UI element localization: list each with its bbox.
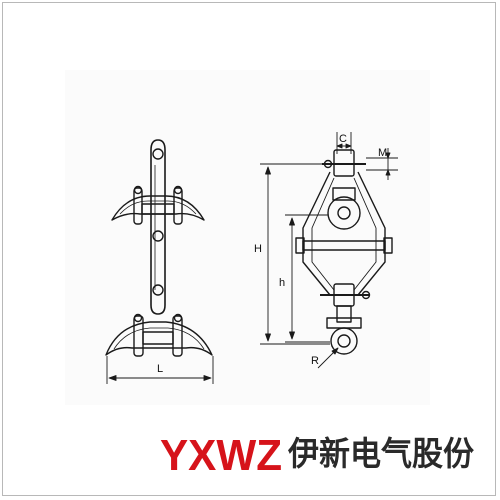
upper-ring-inner (337, 206, 351, 220)
outer-frame-inner (311, 177, 377, 291)
crossbar (302, 240, 386, 251)
upper-nut-right (173, 185, 183, 195)
lower-saddle-body (105, 321, 213, 356)
lower-saddle-shade (113, 327, 205, 350)
brand-name: 伊新电气股份 (287, 434, 474, 473)
dimension-h-lower (285, 214, 330, 343)
dimension-h-upper (260, 163, 330, 345)
lower-saddle-clamp (105, 313, 213, 357)
left-clamp-assembly (105, 139, 214, 384)
upper-saddle-body (111, 195, 205, 221)
label-m: M (378, 147, 387, 159)
lower-keeper (142, 331, 174, 345)
lower-pin-nut (361, 290, 371, 300)
upper-ring-outer (327, 196, 361, 230)
lower-nut-left (133, 313, 143, 323)
brand-logo: YXWZ (160, 431, 282, 480)
yoke-plate (150, 139, 166, 315)
label-l: L (157, 363, 163, 375)
yoke-hole-bottom (152, 284, 164, 296)
label-c: C (339, 133, 347, 145)
dimension-c (336, 132, 352, 154)
upper-keeper (141, 203, 175, 215)
top-pin-nut (323, 159, 333, 169)
label-h-upper: H (254, 243, 262, 255)
bottom-link (336, 305, 352, 323)
dimension-l (106, 356, 214, 384)
crossbar-nut-right (383, 237, 393, 254)
bottom-shackle-outer (330, 327, 358, 355)
background-panel (65, 70, 430, 405)
yoke-hole-middle (152, 230, 164, 242)
upper-ring-band (332, 187, 356, 201)
upper-nut-left (133, 185, 143, 195)
label-r: R (311, 355, 319, 367)
lower-nut-right (173, 313, 183, 323)
dimension-m (366, 148, 398, 180)
dimension-r (317, 347, 339, 369)
yoke-hole-top (152, 148, 164, 160)
crossbar-nut-left (295, 237, 305, 254)
label-h-lower: h (279, 277, 285, 289)
upper-saddle-shade (119, 200, 197, 215)
upper-saddle-clamp (111, 185, 205, 225)
bottom-shackle-inner (337, 334, 351, 348)
right-clamp-assembly (260, 132, 398, 369)
